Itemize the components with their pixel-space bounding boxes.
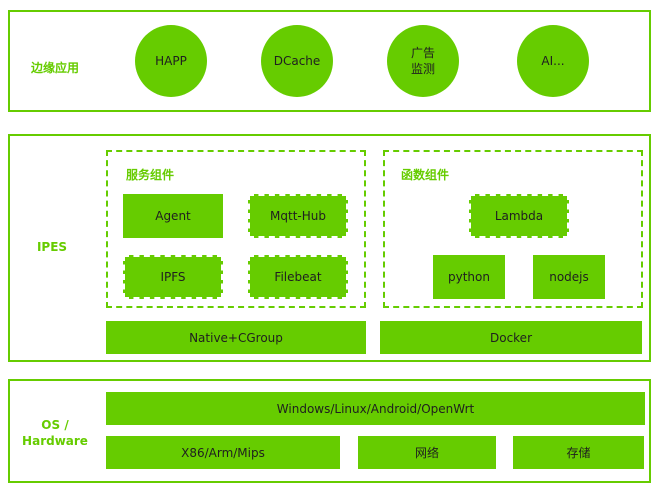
component-filebeat: Filebeat [248,255,348,299]
function-components-title: 函数组件 [401,168,450,182]
app-dcache: DCache [261,25,333,97]
function-python: python [433,255,505,299]
service-components-title: 服务组件 [126,168,175,182]
edge-layer-label: 边缘应用 [30,61,79,75]
app-ad-monitoring: 广告 监测 [387,25,459,97]
hardware-network: 网络 [358,436,496,469]
component-agent: Agent [123,194,223,238]
os-platforms: Windows/Linux/Android/OpenWrt [106,392,645,425]
component-mqtt-hub: Mqtt-Hub [248,194,348,238]
runtime-docker: Docker [380,321,642,354]
os-hardware-layer-label: OS / Hardware [22,418,88,448]
ipes-layer-label: IPES [36,240,68,254]
function-nodejs: nodejs [533,255,605,299]
component-ipfs: IPFS [123,255,223,299]
hardware-architectures: X86/Arm/Mips [106,436,340,469]
service-components-group [106,150,366,308]
hardware-storage: 存储 [513,436,644,469]
function-components-group [383,150,643,308]
app-happ: HAPP [135,25,207,97]
function-lambda: Lambda [469,194,569,238]
app-ai: AI... [517,25,589,97]
runtime-native-cgroup: Native+CGroup [106,321,366,354]
